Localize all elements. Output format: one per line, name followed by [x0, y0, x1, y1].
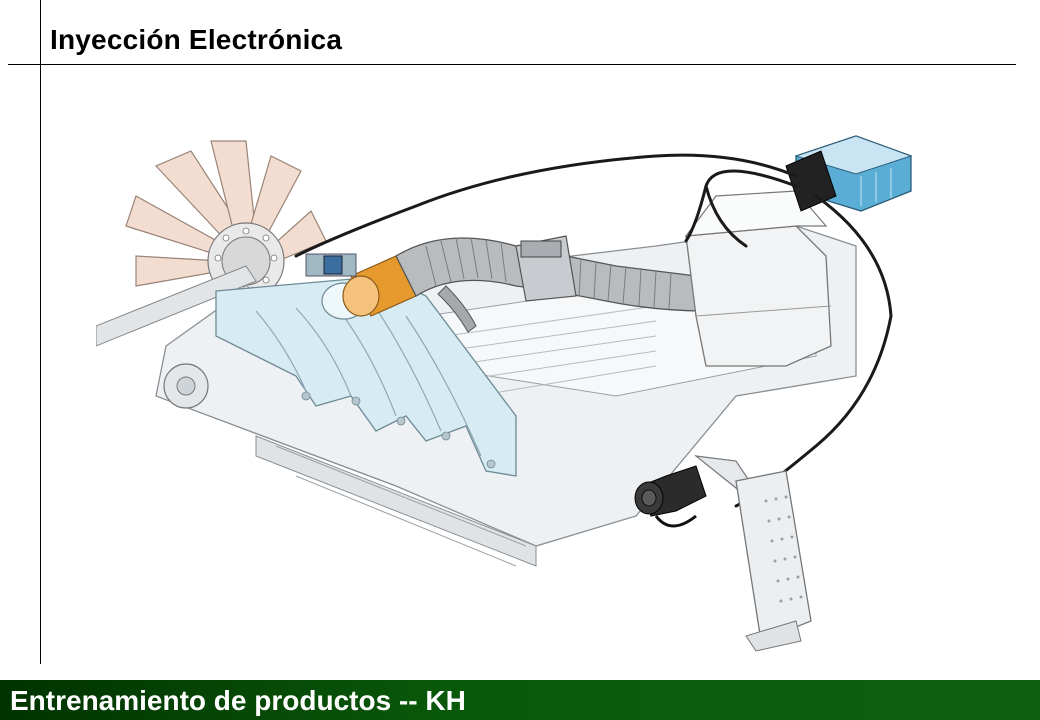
- vertical-divider: [40, 0, 41, 664]
- throttle-body-icon: [305, 253, 417, 317]
- ecu-icon: [785, 135, 913, 212]
- footer-text: Entrenamiento de productos -- KH: [10, 685, 466, 716]
- accelerator-pedal-icon: [693, 455, 812, 652]
- engine-injection-illustration: [96, 135, 913, 652]
- footer-bar: Entrenamiento de productos -- KH: [0, 680, 1040, 720]
- slide-title: Inyección Electrónica: [50, 24, 343, 55]
- air-filter-box-icon: [684, 190, 832, 367]
- pedal-sensor-icon: [634, 465, 707, 528]
- air-hose-icon: [395, 235, 707, 333]
- title-underline: [8, 64, 1016, 65]
